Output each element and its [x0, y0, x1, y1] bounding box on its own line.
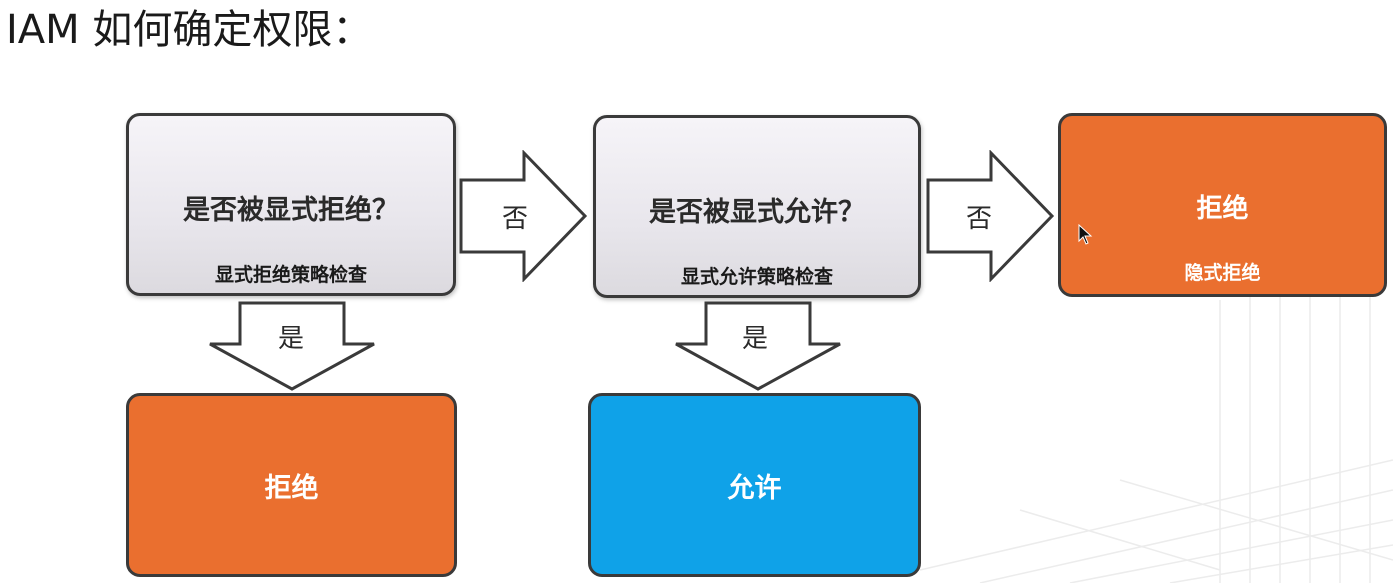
implicit-deny-box: 拒绝 隐式拒绝	[1058, 113, 1387, 297]
deny-check-subtitle: 显式拒绝策略检查	[214, 264, 367, 286]
allow-check-question: 是否被显式允许？	[649, 197, 865, 228]
right-arrow-icon	[926, 150, 1055, 282]
allow-no-label: 否	[966, 204, 993, 234]
deny-check-question: 是否被显式拒绝？	[183, 195, 399, 226]
allow-box: 允许	[588, 393, 921, 577]
allow-label: 允许	[727, 472, 782, 504]
explicit-deny-box: 拒绝	[126, 393, 457, 577]
down-arrow-icon	[675, 301, 841, 391]
implicit-deny-subtitle: 隐式拒绝	[1184, 262, 1261, 284]
deny-yes-label: 是	[278, 324, 305, 354]
right-arrow-icon	[459, 150, 588, 282]
explicit-deny-label: 拒绝	[264, 472, 319, 504]
cursor-icon	[1078, 224, 1093, 245]
implicit-deny-label: 拒绝	[1196, 194, 1249, 224]
page-title: IAM 如何确定权限：	[6, 7, 373, 53]
down-arrow-icon	[209, 301, 375, 391]
allow-check-box: 是否被显式允许？ 显式允许策略检查	[593, 115, 921, 298]
deny-check-box: 是否被显式拒绝？ 显式拒绝策略检查	[126, 113, 456, 296]
background-pattern	[920, 280, 1393, 583]
allow-yes-label: 是	[742, 324, 769, 354]
deny-no-label: 否	[502, 204, 529, 234]
allow-check-subtitle: 显式允许策略检查	[680, 266, 833, 288]
